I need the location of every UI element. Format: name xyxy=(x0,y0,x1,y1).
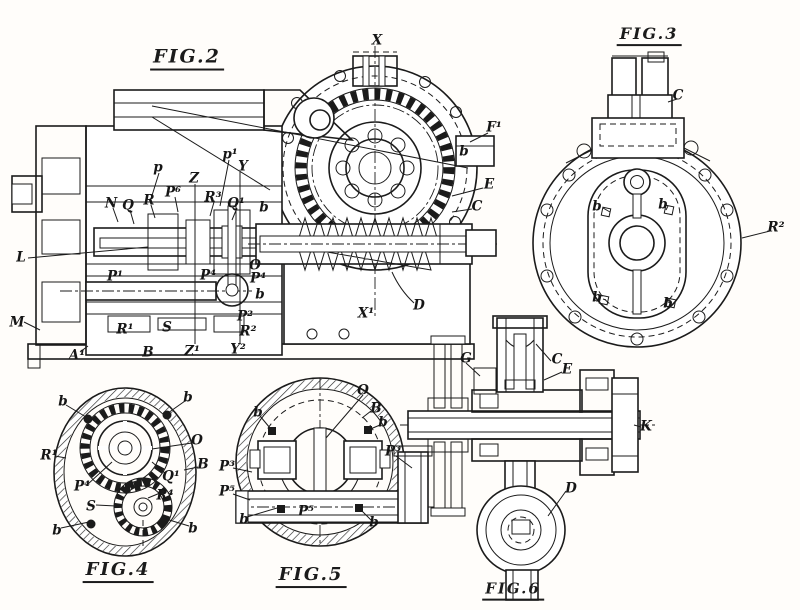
fig2-ref-p¹-2: p¹ xyxy=(222,146,238,163)
fig5-ref-P³-6: P³ xyxy=(384,443,402,460)
fig6-ref-G-0: G xyxy=(460,350,472,367)
fig5-ref-P⁵-9: P⁵ xyxy=(297,503,315,520)
fig5-drawing xyxy=(232,377,434,547)
fig4-ref-R¹-4: R¹ xyxy=(40,447,58,464)
fig3-ref-C-0: C xyxy=(672,87,684,104)
fig4-ref-b-0: b xyxy=(58,393,68,410)
fig3-title: FIG.3 xyxy=(616,25,682,46)
fig2-ref-R¹-20: R¹ xyxy=(116,321,134,338)
fig2-ref-Q-5: Q xyxy=(122,197,134,214)
fig2-ref-P⁶-7: P⁶ xyxy=(164,184,182,201)
fig4-ref-P⁴-9: P⁴ xyxy=(73,478,91,495)
fig6-ref-D-4: D xyxy=(565,480,577,497)
fig2-ref-Z-1: Z xyxy=(189,170,199,187)
fig2-ref-Y²-25: Y² xyxy=(230,341,246,358)
fig5-ref-B-1: B xyxy=(370,400,382,417)
fig3-ref-b-3: b xyxy=(658,196,668,213)
fig5-ref-b-5: b xyxy=(369,514,379,531)
fig2-ref-b-17: b xyxy=(255,286,265,303)
fig3-ref-b-4: b xyxy=(592,289,602,306)
fig4-ref-B-6: B xyxy=(197,456,209,473)
fig4-ref-b-2: b xyxy=(52,522,62,539)
fig3-ref-b-2: b xyxy=(592,198,602,215)
fig2-ref-p-0: p xyxy=(153,159,163,176)
fig2-ref-A¹-22: A¹ xyxy=(68,347,86,364)
fig2-ref-Y-3: Y xyxy=(238,158,248,175)
fig2-ref-P¹-13: P¹ xyxy=(106,268,124,285)
fig5-title: FIG.5 xyxy=(275,565,347,588)
fig2-ref-L-11: L xyxy=(16,249,26,266)
fig2-ref-Q¹-9: Q¹ xyxy=(227,195,245,212)
fig4-ref-S-10: S xyxy=(86,498,96,515)
fig4-ref-b-1: b xyxy=(183,389,193,406)
fig2-ref-S-21: S xyxy=(162,319,172,336)
fig2-ref-R-6: R xyxy=(143,192,155,209)
fig4-drawing xyxy=(53,387,199,557)
fig2-ref-R²-19: R² xyxy=(239,323,257,340)
fig2-ref-R³-8: R³ xyxy=(204,189,222,206)
fig5-ref-P⁵-8: P⁵ xyxy=(218,483,236,500)
fig6-drawing xyxy=(400,315,655,601)
fig2-ref-X¹-27: X¹ xyxy=(357,305,375,322)
fig2-ref-M-12: M xyxy=(9,314,25,331)
fig2-ref-B-23: B xyxy=(142,344,154,361)
fig3-ref-R²-1: R² xyxy=(767,219,785,236)
fig6-ref-C-1: C xyxy=(551,351,563,368)
fig2-ref-F¹-31: F¹ xyxy=(486,119,502,136)
fig4-ref-Q¹-7: Q¹ xyxy=(162,468,180,485)
fig5-ref-b-4: b xyxy=(239,511,249,528)
fig2-ref-N-4: N xyxy=(104,195,118,212)
fig2-ref-b-10: b xyxy=(259,199,269,216)
fig2-ref-O-15: O xyxy=(249,257,261,274)
fig5-ref-P³-7: P³ xyxy=(218,458,236,475)
fig6-title: FIG.6 xyxy=(482,581,544,601)
fig2-ref-P⁴-16: P⁴ xyxy=(249,270,267,287)
fig2-ref-X-26: X xyxy=(371,32,383,49)
fig2-ref-b-32: b xyxy=(459,143,469,160)
fig2-title: FIG.2 xyxy=(150,47,224,71)
fig6-ref-E-2: E xyxy=(561,361,573,378)
fig2-ref-P²-18: P² xyxy=(236,308,254,325)
fig5-ref-O-0: O xyxy=(357,382,369,399)
fig2-ref-Z¹-24: Z¹ xyxy=(184,343,200,360)
fig4-ref-b-3: b xyxy=(188,520,198,537)
fig5-ref-b-2: b xyxy=(253,404,263,421)
fig4-ref-R⁴-8: R⁴ xyxy=(156,487,174,504)
fig3-drawing xyxy=(532,51,771,348)
fig2-ref-P⁴-14: P⁴ xyxy=(199,267,217,284)
fig2-ref-C-30: C xyxy=(471,198,483,215)
fig6-ref-K-3: K xyxy=(640,418,652,435)
fig2-ref-E-29: E xyxy=(483,176,495,193)
fig3-ref-b-5: b xyxy=(663,295,673,312)
fig5-ref-b-3: b xyxy=(378,414,388,431)
fig2-ref-D-28: D xyxy=(413,297,425,314)
fig2-drawing xyxy=(11,46,498,369)
fig4-title: FIG.4 xyxy=(82,560,154,583)
fig4-ref-O-5: O xyxy=(191,432,203,449)
